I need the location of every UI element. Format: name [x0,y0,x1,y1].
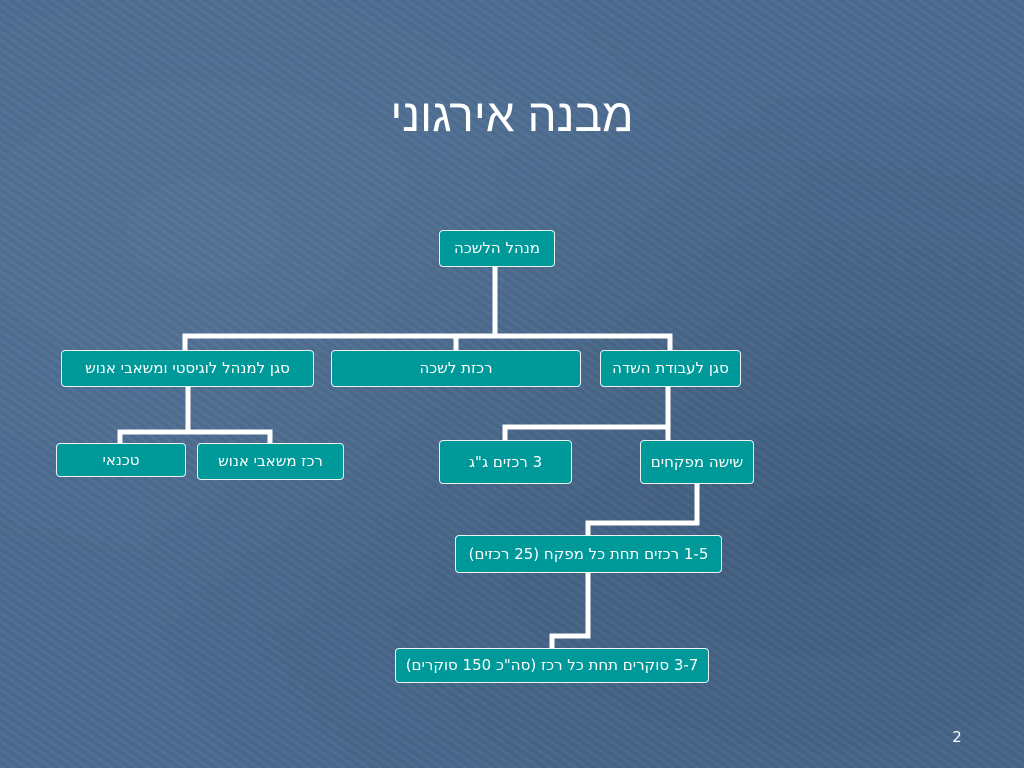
node-gis-coordinators: 3 רכזים ג"ג [439,440,572,484]
node-office-manager: מנהל הלשכה [439,230,555,267]
slide-title: מבנה אירגוני [390,89,634,141]
node-technician: טכנאי [56,443,186,477]
node-surveyors-per-coordinator: 3-7 סוקרים תחת כל רכז (סה"כ 150 סוקרים) [395,648,709,683]
page-number: 2 [952,728,962,746]
node-six-supervisors: שישה מפקחים [640,440,754,484]
node-coordinators-per-supervisor: 1-5 רכזים תחת כל מפקח (25 רכזים) [455,535,722,573]
node-deputy-field: סגן לעבודת השדה [600,350,741,387]
node-hr-coordinator: רכז משאבי אנוש [197,443,344,480]
node-deputy-logistics-hr: סגן למנהל לוגיסטי ומשאבי אנוש [61,350,314,387]
node-office-secretary: רכזת לשכה [331,350,581,387]
